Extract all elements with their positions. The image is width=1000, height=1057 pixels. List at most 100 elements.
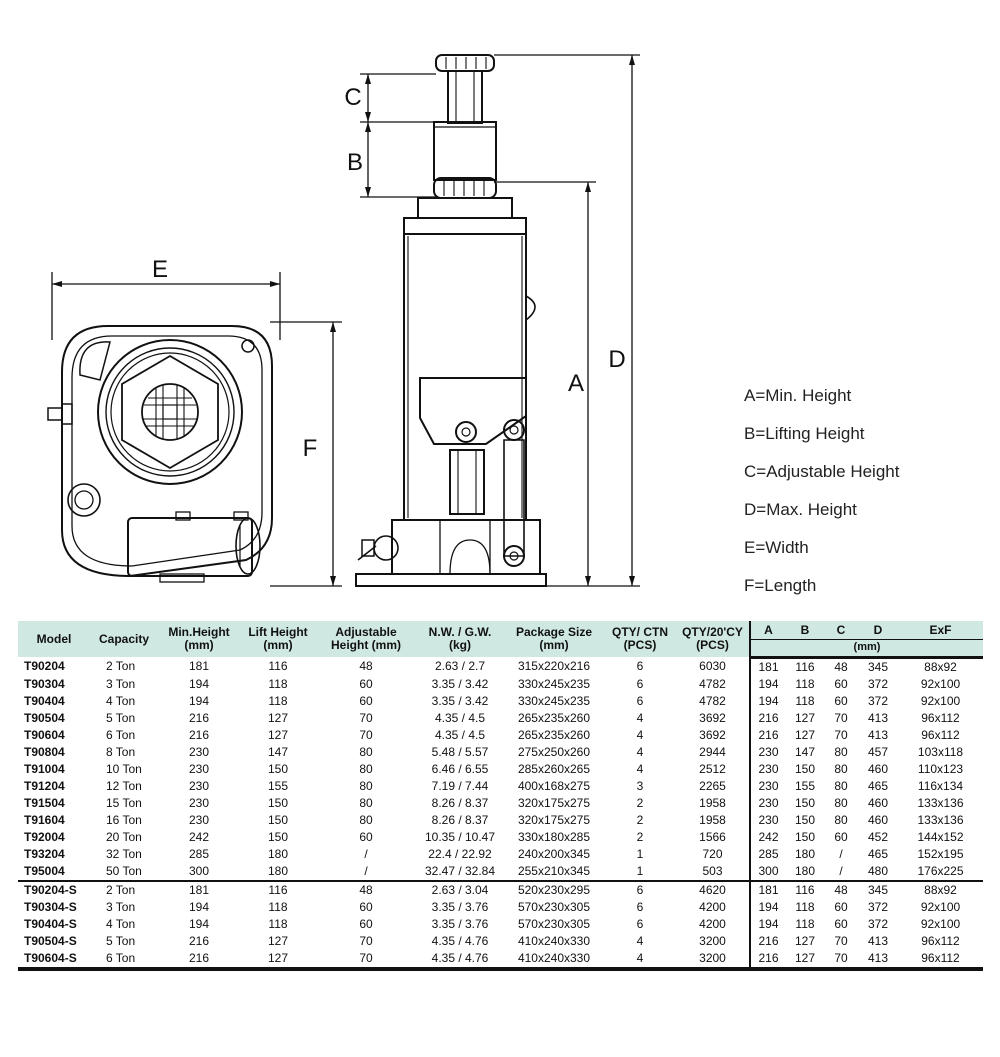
- cell-capacity: 5 Ton: [106, 933, 136, 948]
- header-adjustable-l1: Adjustable: [335, 625, 397, 639]
- cell-a: 300: [749, 862, 786, 881]
- cell-model: T90204-S: [18, 879, 90, 899]
- cell-a: 181: [749, 879, 786, 899]
- cell-exf: 152x195: [917, 846, 964, 861]
- cell-weight: 7.19 / 7.44: [431, 778, 489, 793]
- cell-d: 345: [858, 879, 898, 899]
- cell-capacity: 32 Ton: [106, 846, 142, 861]
- cell-package: 570x230x305: [517, 899, 591, 914]
- cell-d: 372: [867, 916, 889, 931]
- cell-lift-height: 118: [268, 916, 288, 931]
- cell-lift-height: 127: [267, 727, 289, 742]
- cell-package: 330x245x235: [517, 693, 591, 708]
- dim-label-d: D: [608, 346, 625, 373]
- cell-c: 60: [834, 899, 848, 914]
- cell-adjustable: 60: [359, 899, 373, 914]
- cell-capacity: 8 Ton: [106, 744, 136, 759]
- cell-qty-cy: 1566: [699, 829, 726, 844]
- cell-weight: 4.35 / 4.76: [431, 933, 489, 948]
- cell-model: T90804: [24, 744, 65, 759]
- header-package-l1: Package Size: [515, 625, 593, 639]
- cell-package: 240x200x345: [517, 846, 591, 861]
- cell-min-height: 216: [188, 933, 210, 948]
- cell-qty-ctn: 4: [604, 949, 676, 971]
- cell-adjustable: 80: [359, 778, 373, 793]
- cell-weight: 3.35 / 3.42: [431, 676, 489, 691]
- cell-d: 460: [867, 795, 889, 810]
- cell-adjustable: 60: [359, 676, 373, 691]
- cell-qty-cy: 4782: [699, 676, 726, 691]
- cell-package: 320x175x275: [517, 812, 591, 827]
- cell-qty-cy: 6030: [699, 658, 726, 673]
- cell-package: 400x168x275: [517, 778, 591, 793]
- cell-weight: 3.35 / 3.42: [431, 693, 489, 708]
- cell-c: 70: [834, 710, 848, 725]
- cell-capacity: 5 Ton: [106, 710, 136, 725]
- cell-lift-height: 150: [267, 761, 289, 776]
- cell-qty-cy: 3200: [699, 933, 726, 948]
- cell-exf: 96x112: [898, 949, 983, 971]
- cell-capacity: 4 Ton: [106, 916, 136, 931]
- top-view: E F: [47, 256, 342, 587]
- cell-qty-ctn: 4: [636, 933, 644, 948]
- cell-weight: 4.35 / 4.76: [416, 949, 504, 971]
- cell-model: T91004: [24, 761, 65, 776]
- cell-d: 372: [867, 676, 889, 691]
- cell-qty-ctn: 6: [636, 899, 644, 914]
- cell-adjustable: 70: [316, 949, 416, 971]
- side-view: C B A D: [344, 54, 640, 587]
- cell-c: /: [839, 863, 843, 878]
- cell-weight: 32.47 / 32.84: [424, 863, 496, 878]
- cell-min-height: 181: [158, 879, 240, 899]
- cell-d: 452: [867, 829, 889, 844]
- cell-d: 413: [867, 727, 889, 742]
- cell-b: 147: [794, 744, 816, 759]
- cell-a: 230: [749, 777, 786, 795]
- cell-weight: 8.26 / 8.37: [431, 812, 489, 827]
- header-weight-l2: (kg): [449, 638, 471, 652]
- cell-d: 413: [867, 710, 889, 725]
- header-weight-l1: N.W. / G.W.: [428, 625, 492, 639]
- legend-c: C=Adjustable Height: [744, 462, 900, 481]
- cell-b: 150: [794, 761, 816, 776]
- cell-d: 413: [867, 933, 889, 948]
- header-package: Package Size(mm): [504, 621, 604, 657]
- cell-b: 116: [786, 879, 824, 899]
- cell-lift-height: 155: [267, 778, 289, 793]
- cell-c: 80: [834, 761, 848, 776]
- cell-weight: 6.46 / 6.55: [431, 761, 489, 776]
- cell-lift-height: 180: [267, 863, 289, 878]
- cell-d: 460: [867, 761, 889, 776]
- cell-a: 230: [749, 743, 786, 761]
- cell-capacity: 4 Ton: [106, 693, 136, 708]
- cell-qty-cy: 2512: [699, 761, 726, 776]
- cell-min-height: 216: [188, 727, 210, 742]
- cell-min-height: 194: [188, 916, 210, 931]
- cell-package: 320x175x275: [517, 795, 591, 810]
- cell-lift-height: 116: [268, 658, 288, 673]
- cell-d: 465: [867, 778, 889, 793]
- cell-model: T90404-S: [24, 916, 77, 931]
- cell-b: 118: [795, 693, 815, 708]
- cell-a: 242: [749, 828, 786, 846]
- cell-qty-ctn: 1: [636, 863, 644, 878]
- cell-a: 216: [749, 932, 786, 950]
- header-mm-unit: (mm): [749, 639, 983, 659]
- cell-package: 330x245x235: [517, 676, 591, 691]
- header-qty-ctn-l2: (PCS): [623, 638, 657, 652]
- cell-d: 465: [867, 846, 889, 861]
- cell-package: 265x235x260: [517, 710, 591, 725]
- cell-adjustable: 70: [359, 710, 373, 725]
- cell-qty-ctn: 6: [636, 676, 644, 691]
- cell-exf: 176x225: [917, 863, 964, 878]
- cell-qty-cy: 2265: [699, 778, 726, 793]
- cell-a: 194: [749, 898, 786, 916]
- cell-weight: 3.35 / 3.76: [431, 916, 489, 931]
- cell-capacity: 2 Ton: [90, 879, 158, 899]
- cell-model: T90604: [24, 727, 65, 742]
- cell-min-height: 230: [188, 795, 210, 810]
